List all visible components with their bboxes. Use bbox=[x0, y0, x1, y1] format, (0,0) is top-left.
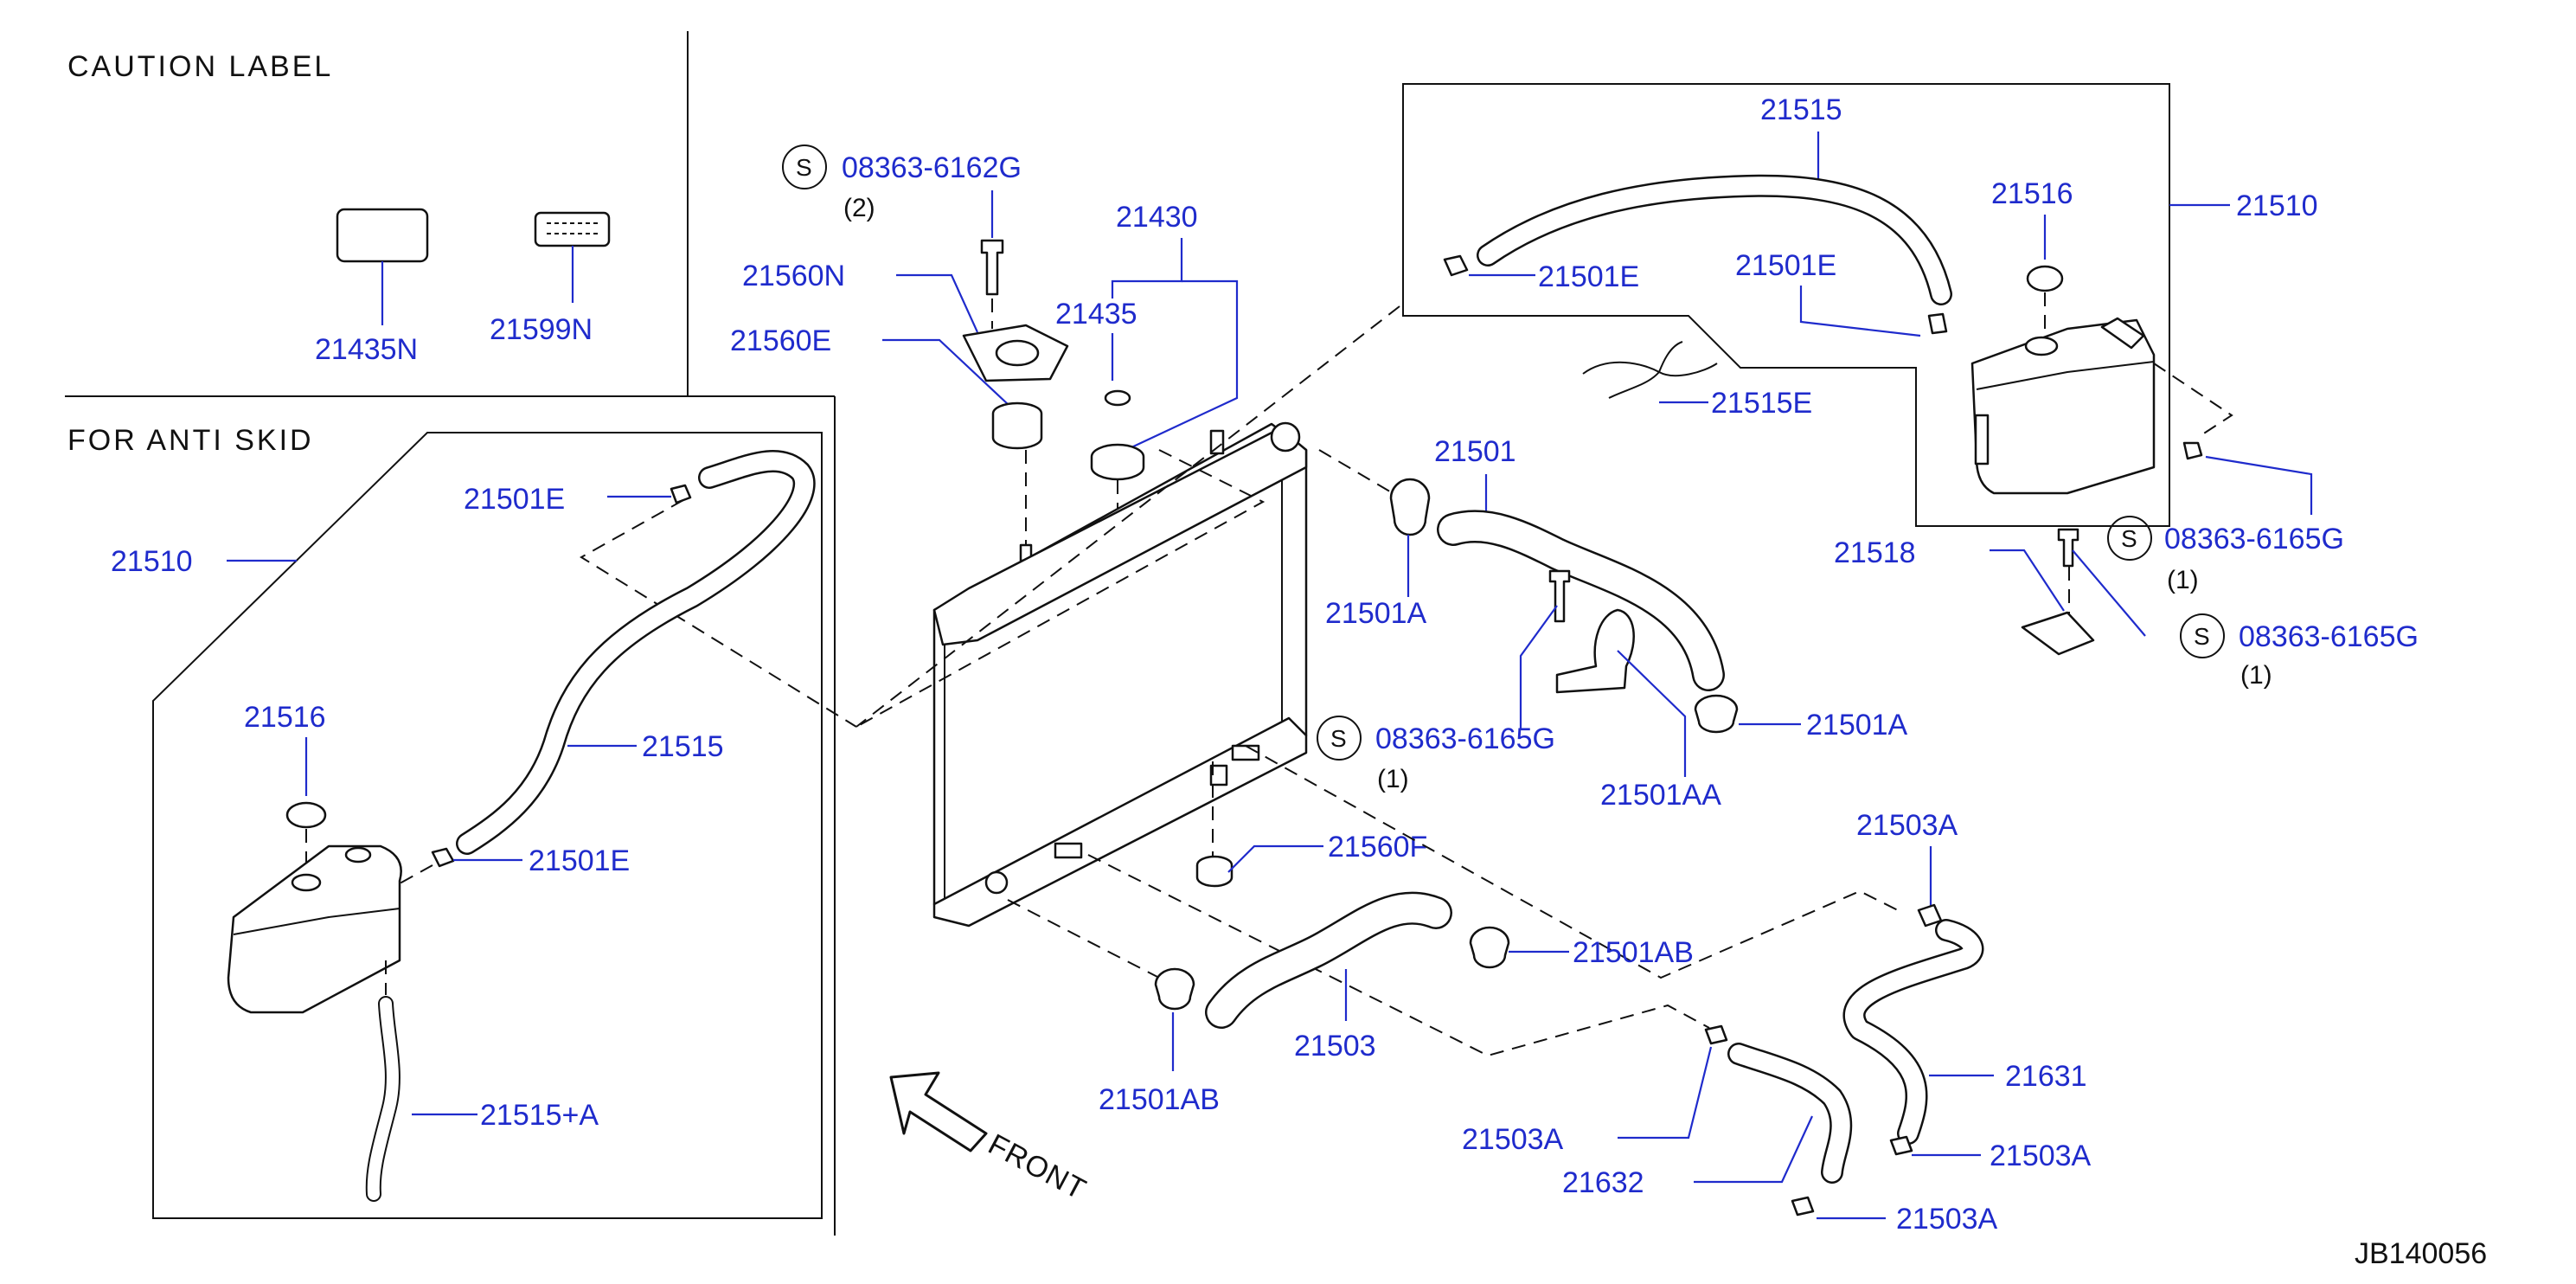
part-number-21501E-left-top[interactable]: 21501E bbox=[464, 483, 565, 516]
quantity-1-center: (1) bbox=[1377, 765, 1409, 793]
part-number-21430[interactable]: 21430 bbox=[1116, 201, 1198, 234]
clamp-icon bbox=[1791, 1196, 1815, 1217]
part-number-21515A[interactable]: 21515+A bbox=[480, 1099, 599, 1132]
caution-label-21435N bbox=[336, 208, 429, 325]
s-symbol-icon bbox=[782, 144, 827, 189]
front-label: FRONT bbox=[983, 1128, 1092, 1207]
clamp-21501AB-left bbox=[1154, 967, 1195, 1011]
bracket-21518 bbox=[2021, 611, 2095, 656]
part-number-21560E[interactable]: 21560E bbox=[730, 324, 831, 357]
reservoir-box bbox=[1402, 83, 2170, 527]
part-number-21503A-bottom[interactable]: 21503A bbox=[1896, 1203, 1998, 1236]
part-number-21510-top[interactable]: 21510 bbox=[2236, 189, 2318, 222]
anti-skid-box bbox=[152, 432, 823, 1219]
part-number-21515E[interactable]: 21515E bbox=[1711, 387, 1812, 420]
part-number-21516-left[interactable]: 21516 bbox=[244, 701, 326, 734]
part-number-21516-top[interactable]: 21516 bbox=[1991, 177, 2073, 210]
part-number-21515-left[interactable]: 21515 bbox=[642, 730, 724, 763]
bracket-21501AA bbox=[1555, 608, 1635, 694]
radiator-cap-icon bbox=[1090, 443, 1145, 481]
part-number-21501E-left-bottom[interactable]: 21501E bbox=[529, 844, 630, 877]
front-arrow-icon bbox=[889, 1071, 988, 1152]
part-number-08363-6165G-top[interactable]: 08363-6165G bbox=[2164, 523, 2344, 555]
clamp-icon bbox=[670, 484, 692, 504]
part-number-21560N[interactable]: 21560N bbox=[742, 260, 845, 292]
part-number-21503[interactable]: 21503 bbox=[1294, 1030, 1376, 1063]
grommet-21560E bbox=[991, 401, 1043, 450]
bolt-icon bbox=[2057, 528, 2079, 568]
part-number-08363-6165G-mid[interactable]: 08363-6165G bbox=[2239, 620, 2419, 653]
bolt-icon bbox=[2182, 441, 2203, 460]
bolt-icon bbox=[980, 239, 1004, 296]
part-number-21503A-top[interactable]: 21503A bbox=[1856, 809, 1958, 842]
clamp-21501AB-right bbox=[1469, 926, 1510, 969]
clamp-icon bbox=[431, 847, 455, 868]
label-21435 bbox=[1104, 389, 1131, 407]
part-number-21515-top[interactable]: 21515 bbox=[1760, 93, 1842, 126]
reservoir-cap-icon bbox=[285, 801, 327, 829]
part-number-21510-left[interactable]: 21510 bbox=[111, 545, 193, 578]
s-symbol-icon bbox=[2107, 516, 2152, 561]
reservoir-tank-top bbox=[1970, 318, 2156, 495]
part-number-21435[interactable]: 21435 bbox=[1055, 298, 1137, 331]
caution-label-21599N bbox=[534, 211, 611, 303]
s-symbol-label: S bbox=[796, 154, 812, 181]
s-symbol-label: S bbox=[2194, 623, 2210, 650]
clamp-icon bbox=[1443, 254, 1469, 277]
part-number-08363-6162G[interactable]: 08363-6162G bbox=[842, 151, 1022, 184]
bolt-icon bbox=[1548, 569, 1571, 623]
reservoir-cap-icon bbox=[2026, 265, 2064, 292]
part-number-08363-6165G-center[interactable]: 08363-6165G bbox=[1375, 722, 1555, 755]
caution-label-heading: CAUTION LABEL bbox=[67, 50, 333, 83]
part-number-21501A-bottom[interactable]: 21501A bbox=[1806, 709, 1908, 742]
s-symbol-label: S bbox=[1330, 725, 1347, 752]
clamp-21501A-top bbox=[1389, 478, 1431, 536]
quantity-1-mid: (1) bbox=[2240, 661, 2272, 690]
clamp-icon bbox=[1704, 1024, 1728, 1045]
part-number-21599N[interactable]: 21599N bbox=[490, 313, 593, 346]
quantity-1-top: (1) bbox=[2167, 566, 2199, 594]
part-number-21435N[interactable]: 21435N bbox=[315, 333, 418, 366]
part-number-21503A-left[interactable]: 21503A bbox=[1462, 1123, 1564, 1156]
part-number-21501AB-right[interactable]: 21501AB bbox=[1573, 936, 1694, 969]
hose-21515-left bbox=[456, 450, 816, 855]
quantity-2: (2) bbox=[843, 194, 875, 222]
part-number-21501E-top-right[interactable]: 21501E bbox=[1735, 249, 1836, 282]
part-number-21560F[interactable]: 21560F bbox=[1328, 831, 1427, 863]
part-number-21632[interactable]: 21632 bbox=[1562, 1166, 1644, 1199]
clamp-icon bbox=[1917, 903, 1943, 928]
part-number-21631[interactable]: 21631 bbox=[2005, 1060, 2087, 1093]
clamp-icon bbox=[1889, 1135, 1913, 1156]
clamp-21501A-bottom bbox=[1694, 694, 1739, 734]
section-dividers bbox=[65, 31, 836, 1236]
anti-skid-heading: FOR ANTI SKID bbox=[67, 424, 314, 457]
part-number-21501A-top[interactable]: 21501A bbox=[1325, 597, 1427, 630]
diagram-id: JB140056 bbox=[2355, 1237, 2487, 1270]
s-symbol-icon bbox=[2180, 613, 2225, 658]
part-number-21501AA[interactable]: 21501AA bbox=[1600, 779, 1721, 812]
part-number-21501[interactable]: 21501 bbox=[1434, 435, 1516, 468]
harness-21515E bbox=[1582, 341, 1718, 399]
part-number-21501E-top-left[interactable]: 21501E bbox=[1538, 260, 1639, 293]
part-number-21501AB-left[interactable]: 21501AB bbox=[1099, 1083, 1220, 1116]
grommet-21560F bbox=[1195, 855, 1234, 888]
s-symbol-icon bbox=[1317, 716, 1362, 761]
clamp-icon bbox=[1927, 312, 1948, 335]
s-symbol-label: S bbox=[2121, 525, 2137, 552]
part-number-21503A-right[interactable]: 21503A bbox=[1990, 1140, 2092, 1172]
reservoir-tank-left bbox=[227, 844, 402, 1014]
part-number-21518[interactable]: 21518 bbox=[1834, 536, 1916, 569]
